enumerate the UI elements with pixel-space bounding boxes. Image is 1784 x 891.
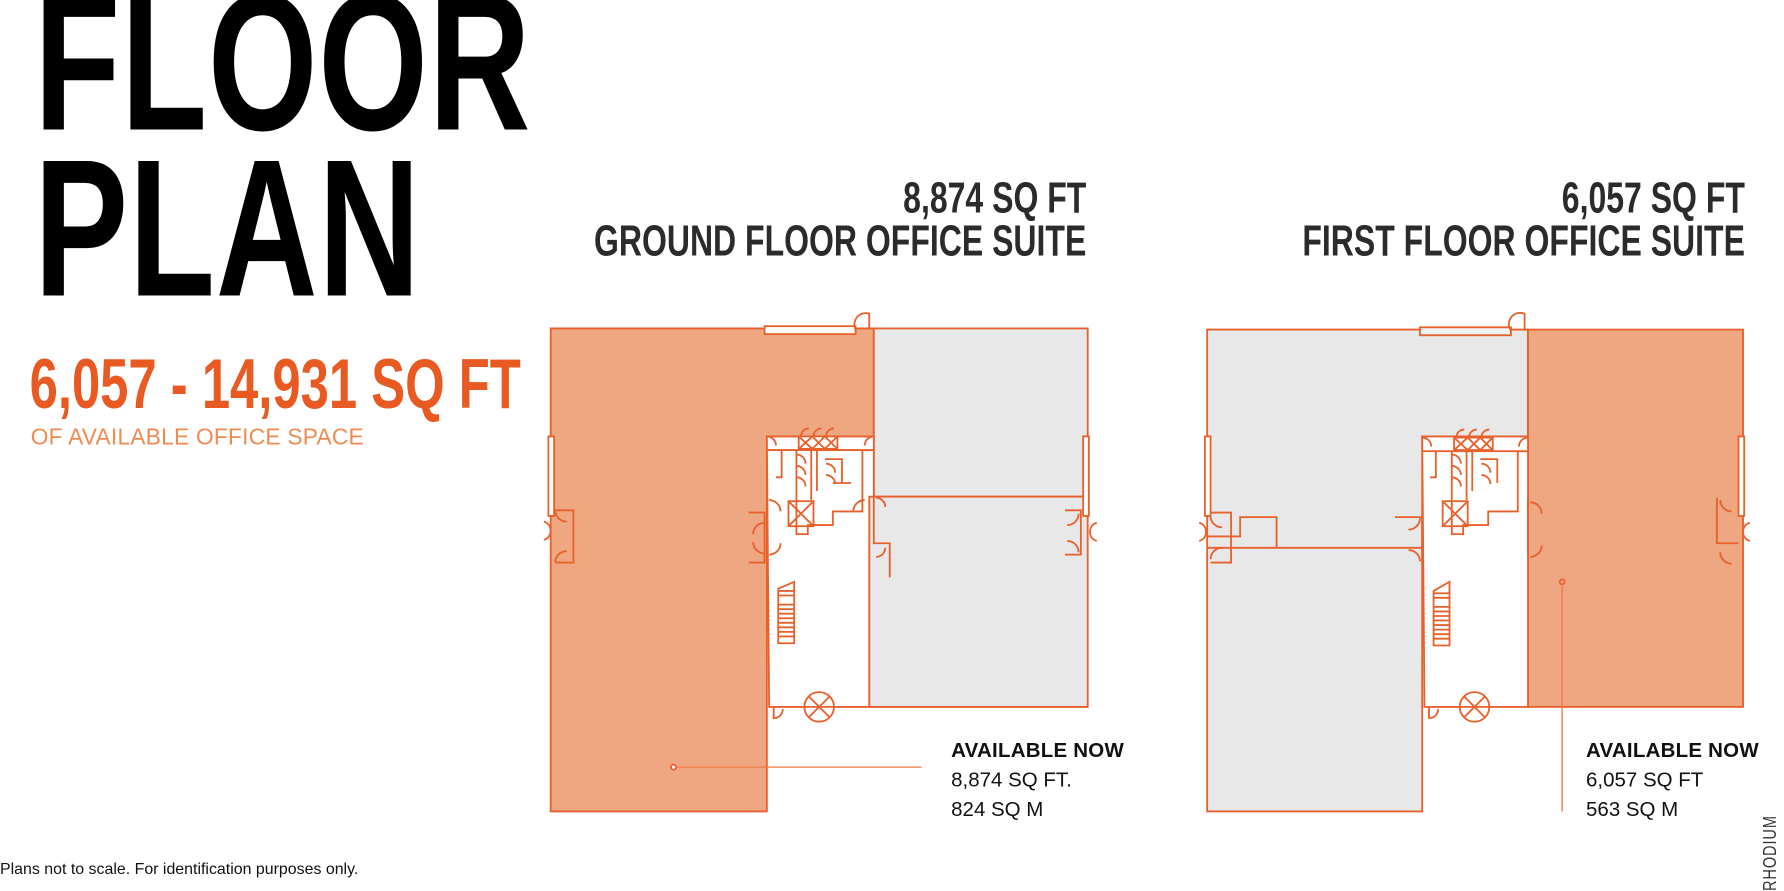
first-area-sqm: 563 SQ M: [1586, 797, 1679, 821]
footnote: Plans not to scale. For identification p…: [0, 859, 359, 878]
ground-availability-status: AVAILABLE NOW: [951, 738, 1125, 762]
ground-unavailable-room-bottom[interactable]: [868, 495, 1089, 708]
size-range: 6,057 - 14,931 SQ FT: [29, 345, 521, 424]
first-availability-status: AVAILABLE NOW: [1586, 738, 1759, 762]
ground-availability-label: AVAILABLE NOW 8,874 SQ FT. 824 SQ M: [951, 735, 1124, 824]
ground-suite-heading: 8,874 SQ FT GROUND FLOOR OFFICE SUITE: [594, 177, 1086, 263]
ground-floor-plan: [543, 312, 1098, 813]
page-title: FLOOR PLAN: [34, 0, 532, 326]
brand-name: RHODIUM: [1761, 815, 1781, 891]
page-title-line-1: FLOOR: [34, 0, 532, 172]
first-area-sqft: 6,057 SQ FT: [1586, 768, 1704, 791]
brand-logo: RHODIUM: [1761, 796, 1781, 891]
page-title-line-2: PLAN: [34, 119, 421, 338]
ground-unavailable-room-top[interactable]: [872, 327, 1089, 498]
ground-suite-area: 8,874 SQ FT: [903, 175, 1087, 223]
first-available-area[interactable]: [1527, 328, 1744, 708]
first-suite-heading: 6,057 SQ FT FIRST FLOOR OFFICE SUITE: [1303, 177, 1746, 263]
ground-area-sqft: 8,874 SQ FT.: [951, 768, 1072, 791]
first-suite-name: FIRST FLOOR OFFICE SUITE: [1302, 218, 1746, 266]
first-floor-plan: [1198, 311, 1751, 813]
ground-suite-name: GROUND FLOOR OFFICE SUITE: [594, 218, 1087, 266]
size-range-caption: OF AVAILABLE OFFICE SPACE: [30, 425, 364, 451]
first-suite-area: 6,057 SQ FT: [1562, 175, 1746, 223]
ground-area-sqm: 824 SQ M: [951, 797, 1044, 821]
first-availability-label: AVAILABLE NOW 6,057 SQ FT 563 SQ M: [1586, 735, 1759, 824]
